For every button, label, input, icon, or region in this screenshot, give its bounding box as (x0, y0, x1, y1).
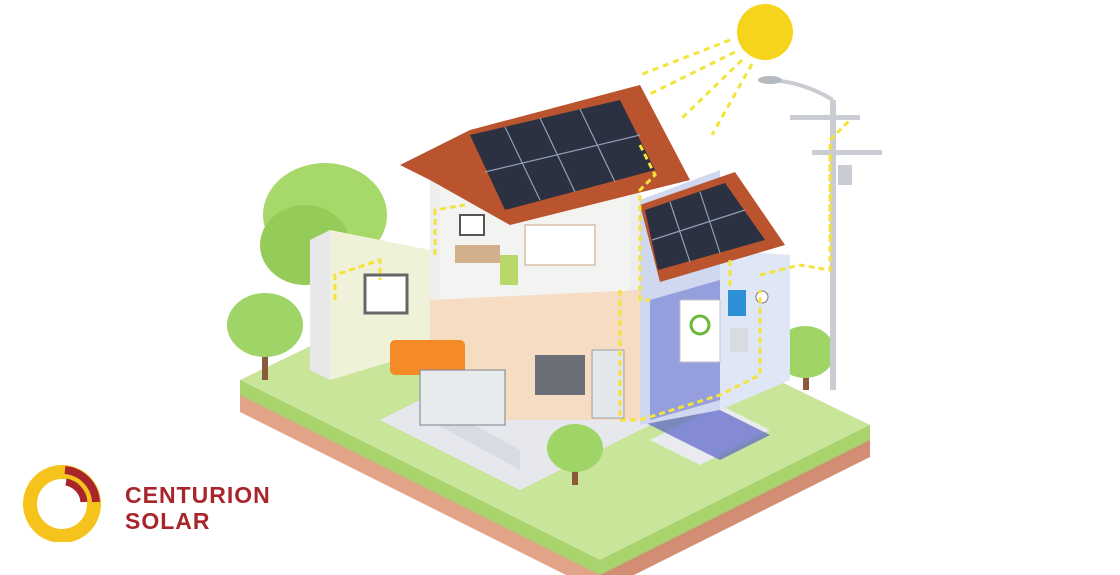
meter (755, 290, 769, 304)
charge-controller (728, 290, 746, 316)
bed (524, 224, 596, 266)
sun-icon (639, 4, 793, 136)
inverter (679, 299, 721, 363)
inverter-logo (689, 314, 711, 336)
brand-name-line1: CENTURION (125, 482, 271, 508)
stove (535, 355, 585, 395)
main-roof (400, 85, 690, 225)
brand-name-line2: SOLAR (125, 508, 211, 534)
desk (455, 245, 500, 263)
battery (730, 328, 748, 352)
utility-pole (758, 76, 882, 390)
chair (500, 255, 518, 285)
kitchen-counter (419, 369, 506, 426)
sofa (390, 340, 465, 375)
garage-roof (640, 172, 785, 282)
tv (363, 273, 409, 315)
centurion-logo-icon (23, 465, 101, 543)
wiring (333, 118, 852, 422)
brand-logo: CENTURION SOLAR (20, 462, 271, 543)
monitor (459, 214, 485, 236)
tree-front (547, 424, 603, 485)
tree-left (227, 293, 303, 380)
